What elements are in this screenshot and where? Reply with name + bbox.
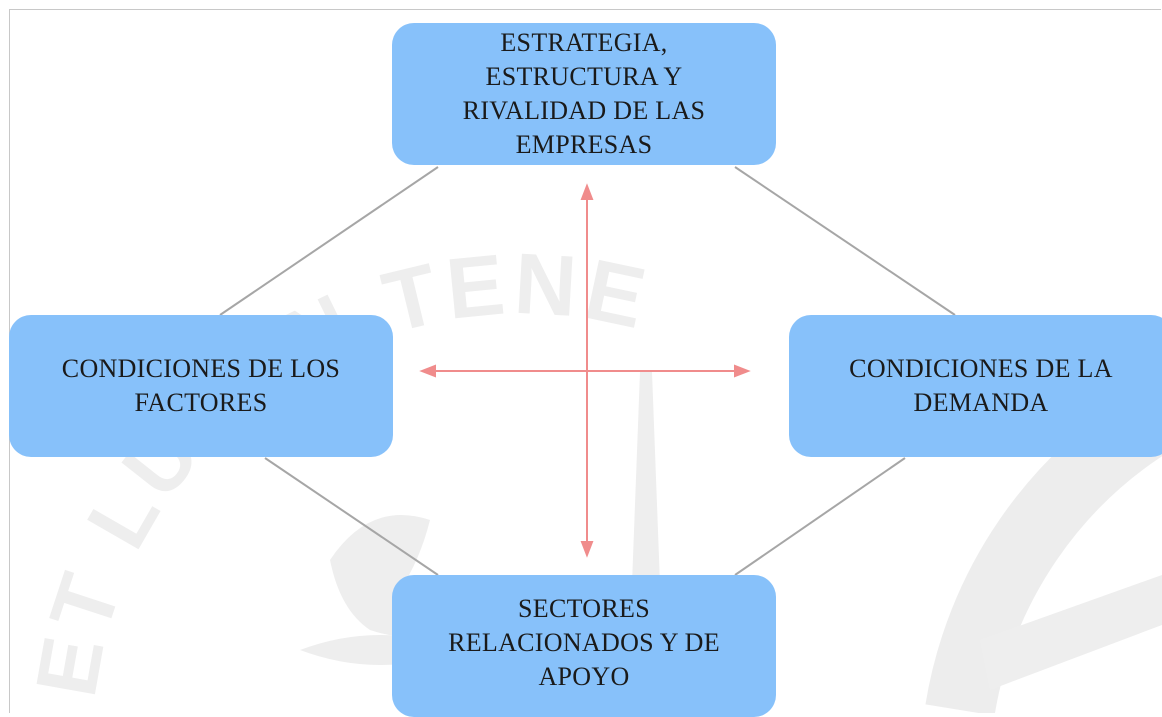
node-factor-conditions: CONDICIONES DE LOS FACTORES: [9, 315, 393, 457]
node-strategy-structure-rivalry: ESTRATEGIA, ESTRUCTURA Y RIVALIDAD DE LA…: [392, 23, 776, 165]
arrowhead-down: [580, 541, 594, 558]
node-related-supporting-industries: SECTORES RELACIONADOS Y DE APOYO: [392, 575, 776, 717]
node-label: SECTORES RELACIONADOS Y DE APOYO: [448, 594, 720, 691]
connector-left-bottom: [264, 457, 439, 576]
node-label: CONDICIONES DE LA DEMANDA: [849, 354, 1113, 417]
arrowhead-right: [734, 364, 751, 378]
connector-top-left: [219, 166, 439, 316]
node-label: CONDICIONES DE LOS FACTORES: [61, 354, 341, 417]
node-demand-conditions: CONDICIONES DE LA DEMANDA: [789, 315, 1162, 457]
arrowhead-up: [580, 183, 594, 200]
connector-right-bottom: [734, 457, 906, 576]
connector-top-right: [734, 166, 956, 316]
arrowhead-left: [419, 364, 436, 378]
node-label: ESTRATEGIA, ESTRUCTURA Y RIVALIDAD DE LA…: [462, 28, 706, 159]
